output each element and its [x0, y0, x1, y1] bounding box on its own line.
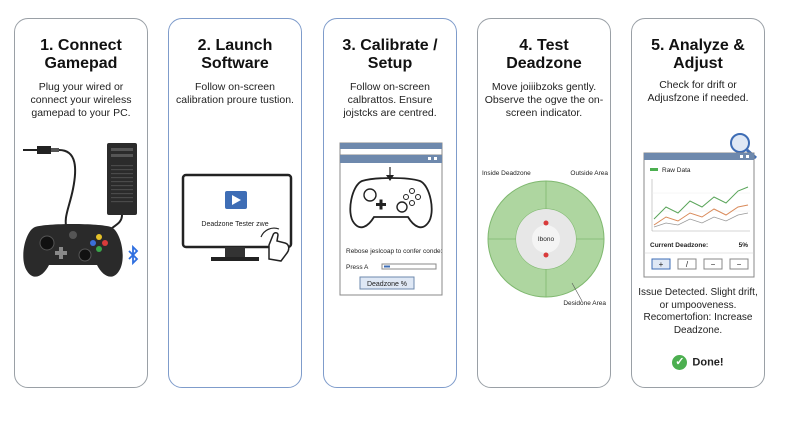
- launch-illustration: Deadzone Tester zwe: [181, 173, 293, 262]
- minimize-button[interactable]: [729, 258, 749, 270]
- step-title: 2. Launch Software: [197, 37, 273, 72]
- pointer-hand-icon: [260, 227, 290, 262]
- done-status: ✓ Done!: [632, 355, 764, 370]
- step-description: Check for drift or Adjusfzone if needed.: [647, 79, 749, 104]
- calibration-progress-bar: [381, 263, 437, 270]
- connect-illustration: [23, 143, 139, 277]
- svg-text:−: −: [711, 260, 716, 269]
- step-description: Move joiiibzoks gently. Observe the ogve…: [484, 81, 604, 119]
- step-card-test: 4. Test Deadzone Move joiiibzoks gently.…: [477, 18, 611, 388]
- checkmark-icon: ✓: [672, 355, 688, 370]
- stick-indicator: [543, 252, 549, 258]
- bluetooth-icon: [128, 244, 139, 266]
- analyze-illustration: Raw Data Current Deadzone: 5% + / − −: [643, 133, 757, 278]
- step-card-connect: 1. Connect Gamepad Plug your wired or co…: [14, 18, 148, 388]
- instruction-text: Rebose jeslcoap to confer conde:: [346, 248, 443, 255]
- step-card-launch: 2. Launch Software Follow on-screen cali…: [168, 18, 302, 388]
- analysis-window: [643, 152, 755, 278]
- deadzone-label: Current Deadzone:: [650, 242, 708, 249]
- deadzone-area-label: Desidone Area: [563, 300, 606, 307]
- step-description: Follow on-screen calibration proure tust…: [176, 81, 294, 106]
- deadzone-illustration: Inside Deadzone Outside Area Ibono Desid…: [482, 170, 608, 307]
- pc-tower-icon: [107, 143, 137, 230]
- edit-button[interactable]: [677, 258, 697, 270]
- deadzone-button-label: Deadzone %: [367, 281, 407, 288]
- done-label: Done!: [692, 356, 724, 369]
- center-label: Ibono: [538, 236, 555, 243]
- usb-plug-icon: [23, 146, 77, 232]
- step-title: 5. Analyze & Adjust: [651, 37, 745, 72]
- window-titlebar: [340, 155, 442, 163]
- monitor-icon: [181, 173, 293, 261]
- stick-indicator: [543, 220, 549, 226]
- svg-text:+: +: [659, 260, 664, 269]
- decrease-button[interactable]: [703, 258, 723, 270]
- gamepad-icon: [23, 224, 123, 277]
- step-description: Plug your wired or connect your wireless…: [30, 81, 132, 119]
- step-card-analyze: 5. Analyze & Adjust Check for drift or A…: [631, 18, 765, 388]
- chart-legend: Raw Data: [662, 167, 691, 174]
- control-buttons: + / − −: [651, 258, 749, 270]
- step-card-calibrate: 3. Calibrate / Setup Follow on-screen ca…: [323, 18, 457, 388]
- play-icon: [225, 191, 247, 209]
- deadzone-value: 5%: [739, 242, 749, 249]
- issue-text: Issue Detected. Slight drift, or umpoove…: [638, 287, 758, 336]
- deadzone-button[interactable]: [359, 276, 415, 290]
- calibrate-illustration: Rebose jeslcoap to confer conde: Press A…: [339, 142, 443, 296]
- increase-button[interactable]: [651, 258, 671, 270]
- outside-area-label: Outside Area: [570, 170, 608, 177]
- step-title: 1. Connect Gamepad: [40, 37, 122, 72]
- step-title: 4. Test Deadzone: [506, 37, 582, 72]
- step-title: 3. Calibrate / Setup: [342, 37, 438, 72]
- svg-text:/: /: [686, 260, 689, 269]
- drift-chart: [651, 179, 750, 232]
- inside-deadzone-label: Inside Deadzone: [482, 170, 531, 177]
- window-label: Deadzone Tester zwe: [201, 221, 268, 228]
- gamepad-icon: [349, 167, 433, 229]
- step-description: Follow on-screen calbrattos. Ensure jojs…: [343, 81, 437, 119]
- press-a-label: Press A: [346, 264, 369, 271]
- svg-text:−: −: [737, 260, 742, 269]
